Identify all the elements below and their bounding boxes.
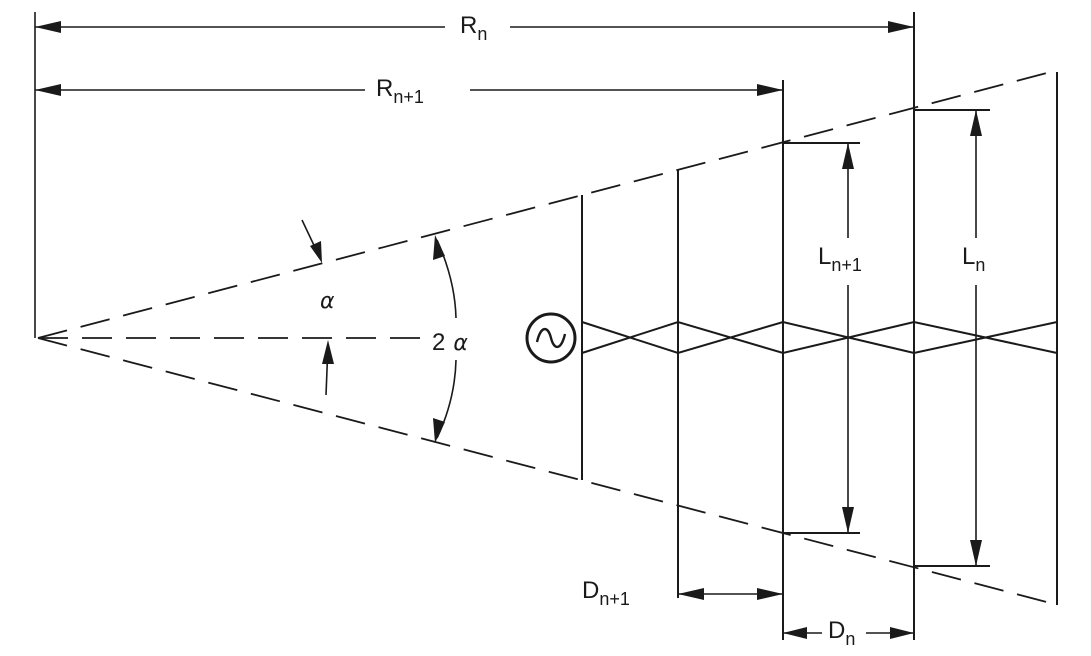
arrowhead-l-n1-bottom — [842, 507, 854, 533]
label-l-n: Ln — [962, 243, 985, 275]
label-alpha: α — [320, 289, 335, 314]
label-d-n1: Dn+1 — [582, 577, 630, 609]
arrowhead-alpha-lower — [322, 340, 334, 364]
label-r-n: Rn — [460, 12, 487, 44]
arrowhead-d-n1-right — [757, 588, 783, 600]
label-r-n1: Rn+1 — [376, 75, 424, 107]
label-d-n: Dn — [828, 617, 855, 649]
arrowhead-d-n-right — [890, 627, 914, 639]
arrowhead-two-alpha-bottom — [433, 418, 445, 443]
arrowhead-l-n1-top — [842, 143, 854, 169]
feed-line-a — [581, 320, 1058, 355]
arrowhead-r-n-left — [35, 21, 61, 33]
arrowhead-r-n1-right — [757, 84, 783, 96]
arrowhead-d-n1-left — [678, 588, 704, 600]
arrowhead-two-alpha-top — [433, 235, 445, 260]
arrowhead-l-n-bottom — [970, 540, 982, 566]
cone-boundary-upper — [37, 69, 1059, 339]
arrowhead-r-n-right — [888, 21, 914, 33]
arrowhead-l-n-top — [970, 110, 982, 136]
arrowhead-d-n-left — [783, 627, 807, 639]
arrowhead-alpha-upper — [310, 241, 322, 263]
ac-source-icon — [525, 312, 577, 364]
arrowhead-r-n1-left — [35, 84, 61, 96]
cone-boundary-lower — [37, 337, 1059, 606]
feed-line-b — [581, 320, 1058, 355]
label-l-n1: Ln+1 — [818, 243, 862, 275]
